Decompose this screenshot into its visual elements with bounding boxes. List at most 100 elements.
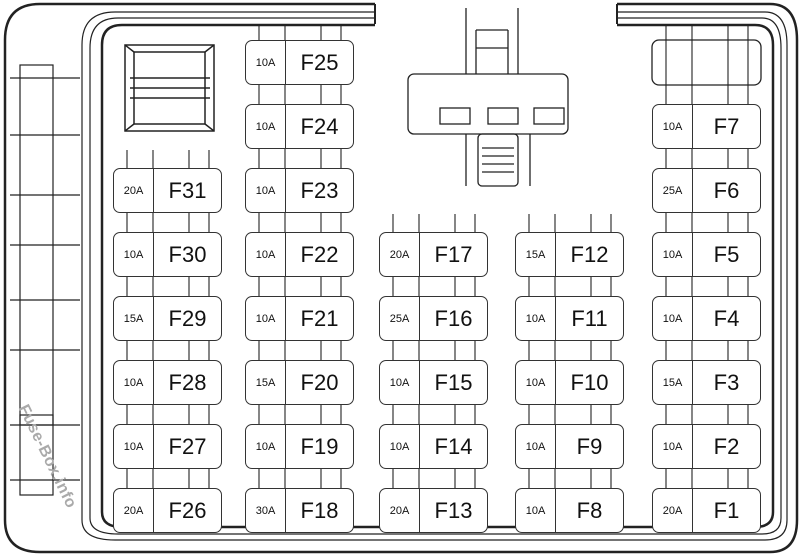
fuse-rating: 10A bbox=[662, 120, 683, 133]
fuse-divider bbox=[419, 488, 420, 533]
fuse-f14: 10A F14 bbox=[379, 424, 488, 469]
fuse-rating: 10A bbox=[389, 440, 410, 453]
fuse-divider bbox=[555, 424, 556, 469]
fuse-divider bbox=[153, 360, 154, 405]
fuse-rating: 25A bbox=[662, 184, 683, 197]
fuse-id: F7 bbox=[713, 113, 740, 139]
fuse-divider bbox=[285, 40, 286, 85]
fuse-divider bbox=[692, 104, 693, 149]
fuse-id: F30 bbox=[168, 241, 207, 267]
fuse-id: F8 bbox=[576, 497, 603, 523]
fuse-id: F21 bbox=[300, 305, 339, 331]
relay-icon bbox=[124, 44, 215, 132]
fuse-rating: 10A bbox=[255, 184, 276, 197]
fuse-f3: 15A F3 bbox=[652, 360, 761, 405]
fuse-rating: 20A bbox=[389, 504, 410, 517]
fuse-rating: 15A bbox=[123, 312, 144, 325]
fuse-f7: 10A F7 bbox=[652, 104, 761, 149]
fuse-rating: 10A bbox=[255, 56, 276, 69]
fuse-divider bbox=[692, 232, 693, 277]
fuse-f13: 20A F13 bbox=[379, 488, 488, 533]
fuse-id: F25 bbox=[300, 49, 339, 75]
center-connector-icon bbox=[407, 8, 569, 187]
fuse-id: F3 bbox=[713, 369, 740, 395]
fuse-f8: 10A F8 bbox=[515, 488, 624, 533]
fuse-f9: 10A F9 bbox=[515, 424, 624, 469]
fuse-id: F29 bbox=[168, 305, 207, 331]
fuse-divider bbox=[285, 232, 286, 277]
fuse-f5: 10A F5 bbox=[652, 232, 761, 277]
fuse-divider bbox=[153, 168, 154, 213]
fuse-rating: 10A bbox=[123, 440, 144, 453]
fuse-rating: 10A bbox=[662, 248, 683, 261]
fuse-f28: 10A F28 bbox=[113, 360, 222, 405]
fuse-divider bbox=[692, 168, 693, 213]
blank-fuse-slot bbox=[651, 39, 762, 86]
fuse-rating: 15A bbox=[662, 376, 683, 389]
fuse-f25: 10A F25 bbox=[245, 40, 354, 85]
fuse-divider bbox=[153, 488, 154, 533]
fuse-rating: 25A bbox=[389, 312, 410, 325]
fuse-id: F4 bbox=[713, 305, 740, 331]
fuse-id: F20 bbox=[300, 369, 339, 395]
fuse-id: F26 bbox=[168, 497, 207, 523]
fuse-rating: 10A bbox=[525, 504, 546, 517]
fuse-id: F13 bbox=[434, 497, 473, 523]
fuse-rating: 30A bbox=[255, 504, 276, 517]
fuse-id: F14 bbox=[434, 433, 473, 459]
fuse-divider bbox=[692, 296, 693, 341]
fuse-rating: 10A bbox=[662, 440, 683, 453]
fuse-divider bbox=[692, 360, 693, 405]
fuse-divider bbox=[153, 424, 154, 469]
fuse-divider bbox=[555, 296, 556, 341]
fuse-divider bbox=[692, 424, 693, 469]
fuse-divider bbox=[555, 232, 556, 277]
fuse-rating: 10A bbox=[255, 120, 276, 133]
fuse-divider bbox=[285, 104, 286, 149]
fuse-divider bbox=[555, 488, 556, 533]
fuse-id: F11 bbox=[571, 305, 608, 331]
fuse-f2: 10A F2 bbox=[652, 424, 761, 469]
fuse-rating: 10A bbox=[389, 376, 410, 389]
fuse-f29: 15A F29 bbox=[113, 296, 222, 341]
fuse-rating: 10A bbox=[255, 312, 276, 325]
fuse-rating: 10A bbox=[123, 248, 144, 261]
fuse-id: F6 bbox=[713, 177, 740, 203]
fuse-rating: 10A bbox=[525, 312, 546, 325]
fuse-divider bbox=[153, 296, 154, 341]
fuse-f22: 10A F22 bbox=[245, 232, 354, 277]
fuse-divider bbox=[419, 232, 420, 277]
fuse-id: F10 bbox=[570, 369, 609, 395]
fuse-divider bbox=[419, 360, 420, 405]
fuse-id: F1 bbox=[713, 497, 740, 523]
fuse-f27: 10A F27 bbox=[113, 424, 222, 469]
fuse-f21: 10A F21 bbox=[245, 296, 354, 341]
fuse-id: F2 bbox=[713, 433, 740, 459]
fuse-f10: 10A F10 bbox=[515, 360, 624, 405]
fuse-rating: 10A bbox=[255, 248, 276, 261]
fuse-rating: 10A bbox=[123, 376, 144, 389]
fuse-divider bbox=[285, 360, 286, 405]
fuse-id: F28 bbox=[168, 369, 207, 395]
fuse-divider bbox=[285, 424, 286, 469]
fuse-rating: 15A bbox=[525, 248, 546, 261]
fuse-id: F15 bbox=[434, 369, 473, 395]
fuse-f15: 10A F15 bbox=[379, 360, 488, 405]
side-connector-icon bbox=[10, 64, 80, 496]
fuse-rating: 20A bbox=[123, 184, 144, 197]
fuse-id: F9 bbox=[576, 433, 603, 459]
fuse-f30: 10A F30 bbox=[113, 232, 222, 277]
fuse-id: F27 bbox=[168, 433, 207, 459]
fuse-id: F5 bbox=[713, 241, 740, 267]
fuse-rating: 10A bbox=[525, 376, 546, 389]
fuse-rating: 10A bbox=[525, 440, 546, 453]
fuse-id: F22 bbox=[300, 241, 339, 267]
